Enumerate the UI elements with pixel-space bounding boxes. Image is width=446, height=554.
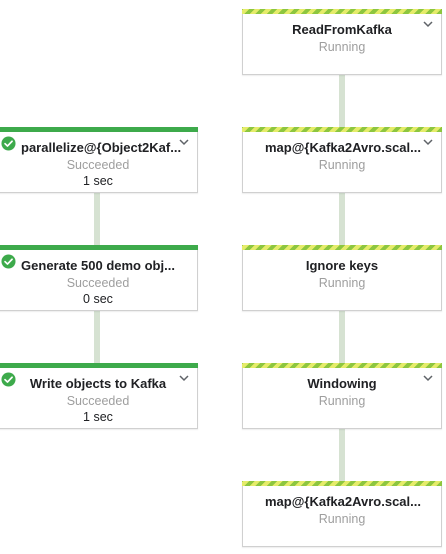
chevron-down-icon[interactable]: [423, 375, 433, 382]
status-bar: [0, 127, 198, 132]
connector-left-1-2: [94, 193, 100, 245]
connector-left-2-3: [94, 311, 100, 363]
step-duration: 1 sec: [83, 174, 113, 188]
step-node-windowing[interactable]: Windowing Running: [242, 363, 442, 429]
step-status: Succeeded: [66, 158, 130, 172]
step-title: Ignore keys: [305, 258, 379, 273]
check-circle-icon: [1, 136, 16, 151]
connector-right-2-3: [339, 193, 345, 245]
status-bar: [242, 481, 442, 486]
chevron-down-icon[interactable]: [179, 375, 189, 382]
step-title: map@{Kafka2Avro.scal...: [265, 494, 421, 509]
connector-right-1-2: [339, 75, 345, 127]
status-bar: [242, 9, 442, 14]
step-status: Succeeded: [66, 276, 130, 290]
step-title: Write objects to Kafka: [29, 376, 167, 391]
step-node-ignore-keys[interactable]: Ignore keys Running: [242, 245, 442, 311]
connector-right-4-5: [339, 429, 345, 481]
step-status: Running: [318, 394, 366, 408]
step-status: Succeeded: [66, 394, 130, 408]
step-duration: 0 sec: [83, 292, 113, 306]
step-title: Generate 500 demo obj...: [21, 258, 175, 273]
step-status: Running: [318, 40, 366, 54]
check-circle-icon: [1, 372, 16, 387]
step-status: Running: [318, 276, 366, 290]
step-node-map-kafka2avro-1[interactable]: map@{Kafka2Avro.scal... Running: [242, 127, 442, 193]
step-title: parallelize@{Object2Kaf...: [21, 140, 182, 155]
step-node-read-from-kafka[interactable]: ReadFromKafka Running: [242, 9, 442, 75]
step-title: map@{Kafka2Avro.scal...: [265, 140, 421, 155]
status-bar: [0, 245, 198, 250]
status-bar: [0, 363, 198, 368]
status-bar: [242, 245, 442, 250]
step-node-generate-demo-objects[interactable]: Generate 500 demo obj... Succeeded 0 sec: [0, 245, 198, 311]
check-circle-icon: [1, 254, 16, 269]
chevron-down-icon[interactable]: [423, 139, 433, 146]
status-bar: [242, 127, 442, 132]
step-title: ReadFromKafka: [292, 22, 392, 37]
step-node-write-objects-to-kafka[interactable]: Write objects to Kafka Succeeded 1 sec: [0, 363, 198, 429]
chevron-down-icon[interactable]: [179, 139, 189, 146]
connector-right-3-4: [339, 311, 345, 363]
step-node-map-kafka2avro-2[interactable]: map@{Kafka2Avro.scal... Running: [242, 481, 442, 547]
step-node-parallelize[interactable]: parallelize@{Object2Kaf... Succeeded 1 s…: [0, 127, 198, 193]
chevron-down-icon[interactable]: [423, 21, 433, 28]
step-status: Running: [318, 158, 366, 172]
status-bar: [242, 363, 442, 368]
step-duration: 1 sec: [83, 410, 113, 424]
step-status: Running: [318, 512, 366, 526]
step-title: Windowing: [307, 376, 377, 391]
